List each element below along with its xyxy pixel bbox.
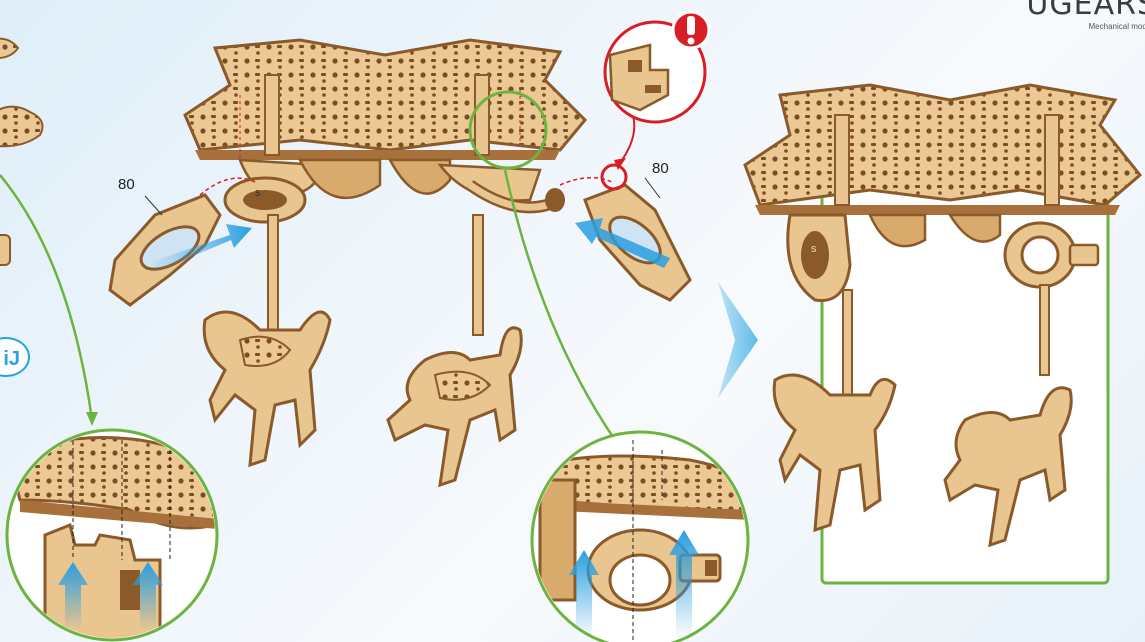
guide-line-left xyxy=(0,175,92,420)
svg-text:s: s xyxy=(811,243,817,255)
detail-circle-bottom-left xyxy=(7,420,230,640)
svg-text:s: s xyxy=(255,187,261,199)
warning-focus-circle xyxy=(602,165,626,189)
part-label-right: 80 xyxy=(652,160,669,177)
center-carousel-assembly: s xyxy=(185,40,612,335)
horse-figure-center xyxy=(388,328,521,485)
detail-circle-bottom-right xyxy=(532,432,760,642)
part-label-left: 80 xyxy=(118,176,135,193)
next-step-arrow-icon xyxy=(718,282,758,398)
completed-assembly: s xyxy=(745,85,1140,583)
horse-figure-left xyxy=(204,312,330,465)
warning-exclamation-icon xyxy=(673,12,709,48)
